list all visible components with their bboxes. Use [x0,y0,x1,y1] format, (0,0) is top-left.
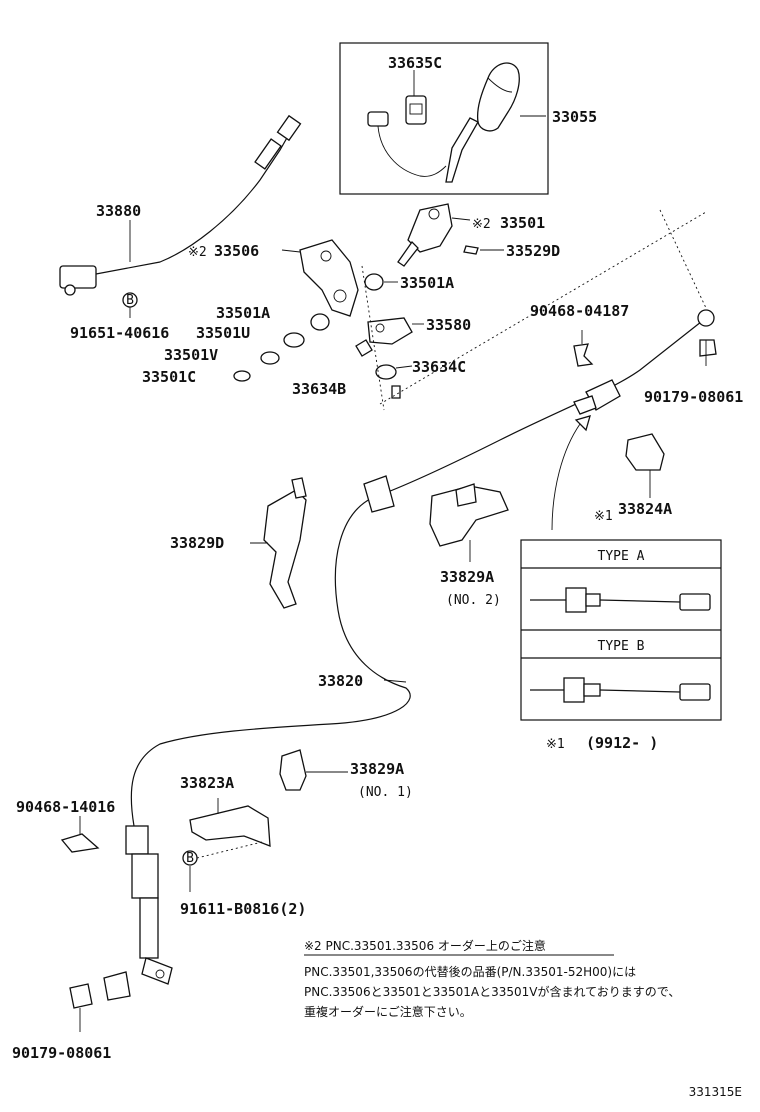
label-33529D: 33529D [506,242,560,260]
ref1-range: ※1 [546,737,565,752]
label-33501V: 33501V [164,346,218,364]
ring-33501U [283,332,305,348]
ref2-33501: ※2 [472,217,491,232]
clip-33824A [625,433,665,471]
plate-33823A [189,805,271,847]
cotter-plate [103,971,131,1001]
cable-end-lower [125,825,173,985]
label-no1: (NO. 1) [358,785,413,800]
label-33634C: 33634C [412,358,466,376]
bracket-33829A-no2 [429,483,509,547]
label-91611: 91611-B0816(2) [180,900,306,918]
note-line1: PNC.33501,33506の代替後の品番(P/N.33501-52H00)に… [304,965,636,979]
label-33501C: 33501C [142,368,196,386]
label-33501: 33501 [500,214,545,232]
label-33823A: 33823A [180,774,234,792]
label-no2: (NO. 2) [446,593,501,608]
label-33506: 33506 [214,242,259,260]
label-33635C: 33635C [388,54,442,72]
label-90468-04187: 90468-04187 [530,302,629,320]
bracket-33829D [263,477,307,609]
washer-33501V [260,351,280,365]
nut-90179-top [699,339,717,357]
bushing-33501A-top [364,273,384,291]
shift-switch-illustration [367,95,447,177]
selector-33580-illustration [355,317,413,357]
cable-33820-illustration [130,309,715,827]
label-91651: 91651-40616 [70,324,169,342]
type-b-label: TYPE B [598,639,645,654]
label-33501A-top: 33501A [400,274,454,292]
label-90179-bottom: 90179-08061 [12,1044,111,1062]
note-title: ※2 PNC.33501.33506 オーダー上のご注意 [304,938,546,953]
bolt-33634B [391,385,401,399]
lever-33506-illustration [299,239,359,317]
bushing-33634C [375,364,397,380]
note-line2: PNC.33506と33501と33501Aと33501Vが含まれておりますので… [304,984,680,999]
cable-33880-illustration [59,114,302,296]
arrow-curve [551,423,581,531]
label-33824A: 33824A [618,500,672,518]
label-33829A-no1: 33829A [350,760,404,778]
label-33880: 33880 [96,202,141,220]
clip-33829A-no1 [279,749,307,791]
ref2-33506: ※2 [188,245,207,260]
label-33829D: 33829D [170,534,224,552]
clip-33501C [233,370,251,382]
ref1-33824A: ※1 [594,509,613,524]
clip-90468-14016 [60,833,100,853]
label-33501U: 33501U [196,324,250,342]
diagram-id: 331315E [689,1085,742,1099]
mark-b-top-label: B [126,293,134,308]
note-line3: 重複オーダーにご注意下さい。 [304,1004,472,1019]
lever-33501-illustration [397,203,453,267]
leader-33820 [383,679,407,683]
label-33820: 33820 [318,672,363,690]
type-a-illustration [530,587,711,613]
shift-knob-illustration [445,62,520,183]
label-range: (9912- ) [586,734,658,752]
knob-inset-box [339,42,549,195]
type-a-label: TYPE A [598,549,645,564]
label-33829A-no2: 33829A [440,568,494,586]
type-b-illustration [530,677,711,703]
mark-b-bottom-label: B [186,851,194,866]
label-33501A: 33501A [216,304,270,322]
arrow-head [574,415,591,432]
label-33580: 33580 [426,316,471,334]
label-33055: 33055 [552,108,597,126]
bolt-33529D [463,245,479,255]
bushing-33501A [310,313,330,331]
label-90468-14016: 90468-14016 [16,798,115,816]
label-33634B: 33634B [292,380,346,398]
clip-90468-04187 [573,343,594,367]
nut-90179-bottom [69,983,93,1009]
label-90179-top: 90179-08061 [644,388,743,406]
